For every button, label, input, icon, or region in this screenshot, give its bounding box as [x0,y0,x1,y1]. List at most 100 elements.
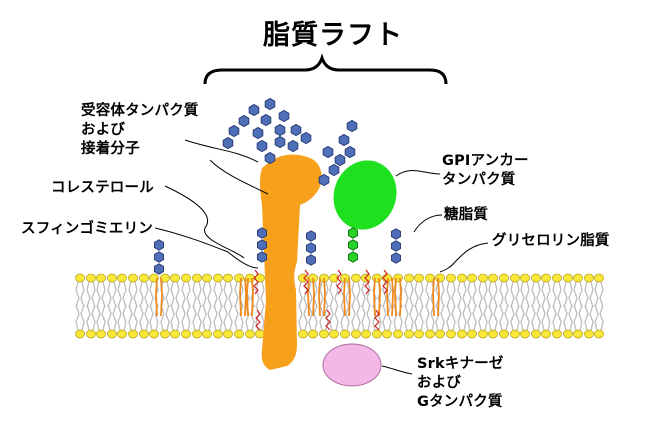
lipid-tail [435,281,445,308]
lipid-tail [202,281,212,308]
lipid-head [573,273,583,283]
lipid-head [75,273,85,283]
sugar-residue [348,251,358,263]
sugar-residue [334,153,346,167]
cholesterol-molecule [374,309,380,331]
lipid-head [372,329,382,339]
lipid-tail [255,304,265,331]
lipid-head [393,273,403,283]
sugar-residue [338,133,350,147]
lipid-tail [404,281,414,308]
lipid-tail [255,281,265,308]
lipid-tail [181,304,191,331]
lipid-tail [86,304,96,331]
lipid-head [223,329,233,339]
lipid-head [181,273,191,283]
lipid-tail [234,281,244,308]
lipid-head [457,329,467,339]
lipid-head [488,273,498,283]
lipid-head [75,329,85,339]
lipid-head [425,273,435,283]
sugar-residue [348,239,358,251]
lipid-tail [404,304,414,331]
lipid-tail [531,304,541,331]
lipid-head [340,329,350,339]
srk-g-protein [322,343,382,387]
lipid-tail [139,281,149,308]
lipid-head [563,329,573,339]
lipid-head [361,273,371,283]
label-srk-line-2: および [417,375,462,391]
lipid-tail [446,281,456,308]
sugar-residue [306,230,316,242]
lipid-tail [584,304,594,331]
lipid-head [319,329,329,339]
lipid-tails [75,281,604,331]
sphingolipid [239,277,247,317]
lipid-tail [541,281,551,308]
lipid-head [234,329,244,339]
sugar-residue [256,139,268,153]
lipid-tail [382,304,392,331]
cholesterol-molecule [364,269,370,295]
lipid-head [499,273,509,283]
sugar-chains [154,97,401,275]
lipid-head [393,329,403,339]
lipid-tail [202,304,212,331]
lipid-head [478,273,488,283]
lipid-tail [467,304,477,331]
lipid-head [467,329,477,339]
lipid-tail [117,304,127,331]
lipid-tail [584,281,594,308]
lipid-tail [319,281,329,308]
lipid-head [541,329,551,339]
lipid-tail [414,304,424,331]
label-gpi-line-1: GPIアンカー [442,153,529,169]
lipid-tail [563,304,573,331]
lipid-tail [351,304,361,331]
cholesterol-molecule [255,309,261,331]
lipid-head [594,273,604,283]
lipid-head [234,273,244,283]
lipid-head [181,329,191,339]
lipid-head [170,329,180,339]
lipid-head [128,273,138,283]
sugar-residue [257,227,267,239]
lipid-head [298,329,308,339]
sugar-residue [344,145,356,159]
lipid-heads [75,273,604,339]
lipid-tail [520,304,530,331]
sugar-residue [300,131,312,145]
sugar-residue [274,123,286,137]
lipid-tail [510,281,520,308]
lipid-head [584,273,594,283]
label-glycerolipid: グリセロリン脂質 [492,233,610,249]
lipid-tail [213,281,223,308]
lipid-tail [351,281,361,308]
lipid-tail [425,304,435,331]
lipid-tail [298,304,308,331]
lipid-tail [340,304,350,331]
sugar-residue [154,239,164,251]
sphingolipid [307,277,315,317]
lipid-tail [340,281,350,308]
lipid-tail [192,304,202,331]
lipid-tail [457,281,467,308]
lipid-head [478,329,488,339]
lipid-head [435,329,445,339]
lipid-head [573,329,583,339]
sphingolipid [246,277,254,317]
sugar-residue [154,263,164,275]
lipid-head [202,273,212,283]
label-receptor-line-2: および [81,122,126,138]
lipid-tail [75,304,85,331]
lipid-head [202,329,212,339]
lipid-tail [552,281,562,308]
sugar-residue [264,151,276,165]
lipid-head [457,273,467,283]
lipid-tail [414,281,424,308]
sugar-residue [346,119,358,133]
cholesterol-molecule [253,269,259,295]
lipid-head [351,329,361,339]
lipid-tail [594,281,604,308]
